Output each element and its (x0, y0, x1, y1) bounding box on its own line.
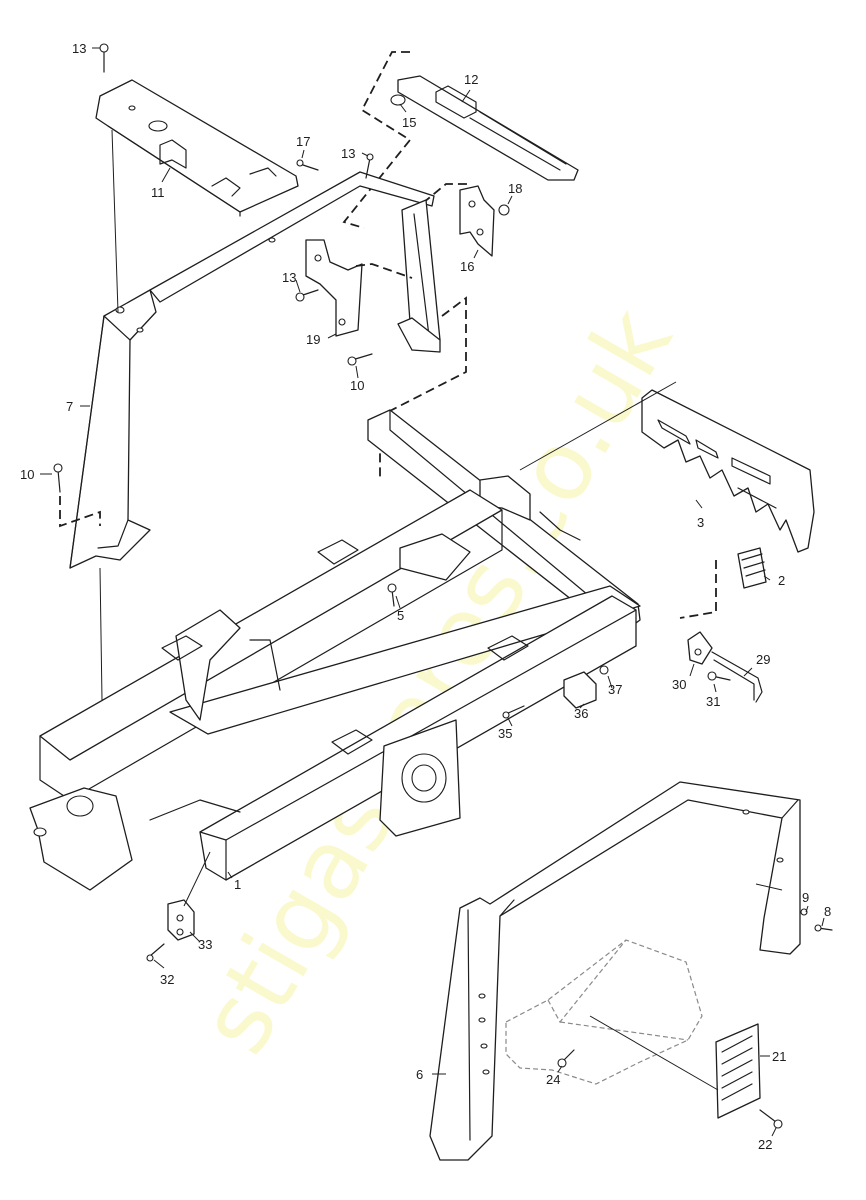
guide-line-33 (183, 851, 211, 907)
callout-labels: 13 12 15 13 17 11 18 16 13 19 10 7 10 3 … (20, 41, 831, 1152)
guide-line-left (111, 129, 119, 313)
callout-13-c: 13 (282, 270, 296, 285)
callout-19: 19 (306, 332, 320, 347)
callout-17: 17 (296, 134, 310, 149)
part-19-bracket (305, 239, 363, 337)
callout-29: 29 (756, 652, 770, 667)
callout-13-a: 13 (72, 41, 86, 56)
vertical-post (397, 199, 441, 353)
callout-7: 7 (66, 399, 73, 414)
part-19-guide-dash (355, 263, 413, 279)
post-guide-dash (379, 296, 467, 480)
callout-16: 16 (460, 259, 474, 274)
callout-leaders (40, 47, 825, 1137)
bolts (53, 43, 833, 1129)
ghost-mount-bracket (505, 939, 703, 1085)
callout-8: 8 (824, 904, 831, 919)
callout-15: 15 (402, 115, 416, 130)
callout-1: 1 (234, 877, 241, 892)
part-36-bracket (563, 671, 597, 709)
callout-5: 5 (397, 608, 404, 623)
guide-line-lower-left (99, 567, 103, 701)
callout-2: 2 (778, 573, 785, 588)
callout-24: 24 (546, 1072, 560, 1087)
callout-11: 11 (151, 185, 165, 200)
part-6-rear-arch (429, 781, 801, 1161)
callout-36: 36 (574, 706, 588, 721)
callout-22: 22 (758, 1137, 772, 1152)
callout-13-b: 13 (341, 146, 355, 161)
callout-30: 30 (672, 677, 686, 692)
part-2-rubber-block (737, 547, 767, 589)
callout-10-a: 10 (350, 378, 364, 393)
callout-21: 21 (772, 1049, 786, 1064)
callout-18: 18 (508, 181, 522, 196)
part-2-guide-dash (679, 560, 717, 619)
callout-12: 12 (464, 72, 478, 87)
part-7-lower-dash (59, 496, 101, 528)
part-7-left-upright (69, 171, 435, 569)
part-11-upper-bracket (95, 79, 299, 217)
callout-9: 9 (802, 890, 809, 905)
guide-line-rear (519, 381, 677, 471)
callout-6: 6 (416, 1067, 423, 1082)
part-12-top-plate (390, 75, 579, 181)
callout-32: 32 (160, 972, 174, 987)
guide-line-21 (589, 1015, 719, 1091)
callout-10-b: 10 (20, 467, 34, 482)
part-1-main-frame (29, 489, 641, 891)
part-33-washer (167, 899, 195, 941)
part-16-bracket (459, 185, 495, 257)
callout-33: 33 (198, 937, 212, 952)
part-21-grille (715, 1023, 761, 1119)
part-3-cover (641, 389, 815, 553)
part-30-bracket (687, 631, 713, 665)
watermark: stigaspares.co.uk (178, 290, 694, 1072)
part-29-hook (711, 651, 763, 703)
callout-35: 35 (498, 726, 512, 741)
callout-31: 31 (706, 694, 720, 709)
callout-3: 3 (697, 515, 704, 530)
guide-line-9 (755, 883, 783, 891)
callout-37: 37 (608, 682, 622, 697)
part-12-guide-dash (342, 51, 412, 229)
